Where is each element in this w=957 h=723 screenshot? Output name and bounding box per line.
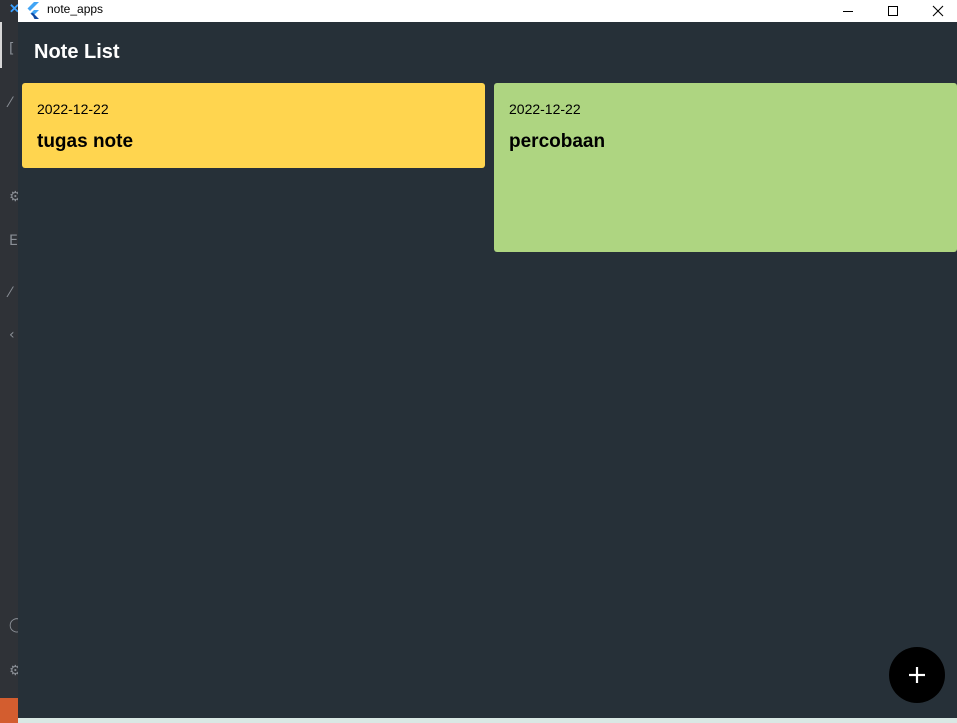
- note-date: 2022-12-22: [37, 101, 109, 117]
- title-bar: note_apps: [18, 0, 957, 22]
- add-note-button[interactable]: [889, 647, 945, 703]
- note-date: 2022-12-22: [509, 101, 581, 117]
- maximize-button[interactable]: [870, 0, 916, 22]
- plus-icon: [909, 667, 925, 683]
- close-icon: [932, 5, 944, 17]
- background-editor-strip: ✕ [ ⁄ ⚙ E ⁄ ‹ ◯ ⚙: [0, 0, 25, 723]
- extensions-icon: E: [9, 233, 18, 249]
- flutter-icon: [27, 2, 39, 19]
- bottom-strip: [18, 718, 957, 723]
- window-title: note_apps: [47, 2, 104, 16]
- close-button[interactable]: [915, 0, 957, 22]
- minimize-button[interactable]: [825, 0, 871, 22]
- app-body: Note List 2022-12-22 tugas note 2022-12-…: [18, 22, 957, 718]
- note-card[interactable]: 2022-12-22 percobaan: [494, 83, 957, 252]
- note-title: percobaan: [509, 131, 606, 152]
- active-indicator: [0, 22, 2, 68]
- flask-icon: ⁄: [9, 285, 12, 301]
- note-card[interactable]: 2022-12-22 tugas note: [22, 83, 485, 168]
- vscode-close-icon: ✕: [9, 1, 20, 16]
- status-bar-remote: [0, 698, 18, 723]
- app-window: note_apps Note List 2022-12-22 tugas not…: [18, 0, 957, 723]
- page-title: Note List: [34, 41, 120, 63]
- explorer-icon: [: [9, 41, 15, 57]
- note-title: tugas note: [37, 131, 134, 152]
- minimize-icon: [843, 10, 853, 12]
- edit-icon: ⁄: [9, 95, 12, 111]
- code-icon: ‹: [9, 327, 15, 343]
- maximize-icon: [888, 6, 898, 16]
